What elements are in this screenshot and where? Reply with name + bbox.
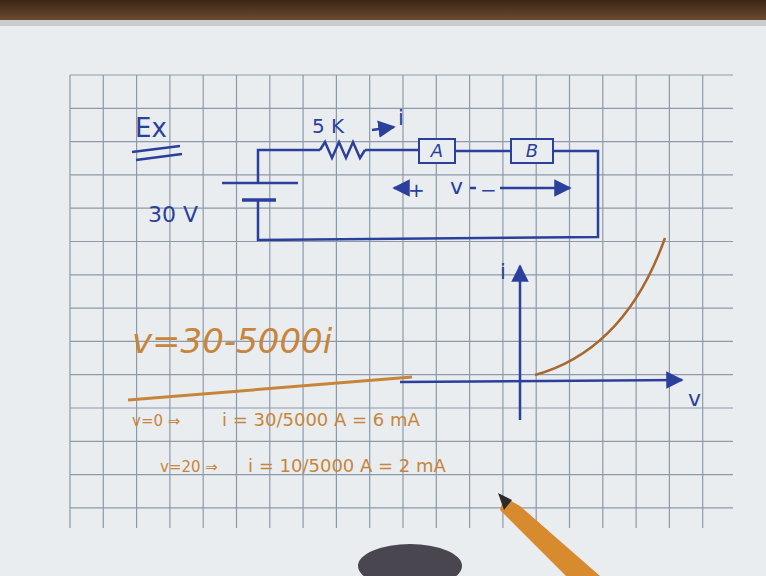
polarity-plus: + [408, 180, 425, 200]
pencil [500, 497, 600, 576]
condition: v=20 ⇒ [160, 460, 218, 475]
battery-short-plate [242, 198, 276, 202]
resistor-value: 5 K [312, 116, 344, 136]
calculation: i = 10/5000 A = 2 mA [248, 457, 446, 475]
polarity-minus: − [480, 180, 497, 200]
grid [70, 75, 733, 528]
element-name: B [526, 142, 538, 160]
voltage-arrow-left [394, 187, 405, 190]
desk-edge [0, 0, 766, 20]
element-name: A [431, 142, 443, 160]
axis-label: i [500, 262, 506, 283]
source-voltage: 30 V [148, 204, 198, 226]
element-box: A [418, 138, 456, 164]
i-axis [519, 266, 522, 420]
axis-label: v [688, 388, 701, 410]
load-line-equation: v=30-5000i [132, 324, 332, 358]
hand [358, 544, 462, 576]
example-heading: Ex [135, 115, 167, 141]
v-axis [400, 380, 682, 382]
calculation: i = 30/5000 A = 6 mA [222, 411, 420, 429]
circuit-wires [222, 127, 682, 420]
iv-curve [535, 238, 665, 375]
pencil-tip [498, 493, 512, 510]
equation-underline [128, 377, 412, 400]
resistor-symbol [320, 142, 365, 158]
battery-long-plate [222, 182, 298, 185]
element-box: B [510, 138, 554, 164]
paper-shadow [0, 20, 766, 26]
voltage-arrow-right [500, 187, 570, 190]
current-label: i [398, 108, 404, 129]
current-arrow [372, 127, 394, 130]
wire [456, 150, 510, 153]
title-underline [132, 146, 182, 160]
voltage-label: v [450, 176, 463, 198]
condition: v=0 ⇒ [132, 414, 180, 429]
